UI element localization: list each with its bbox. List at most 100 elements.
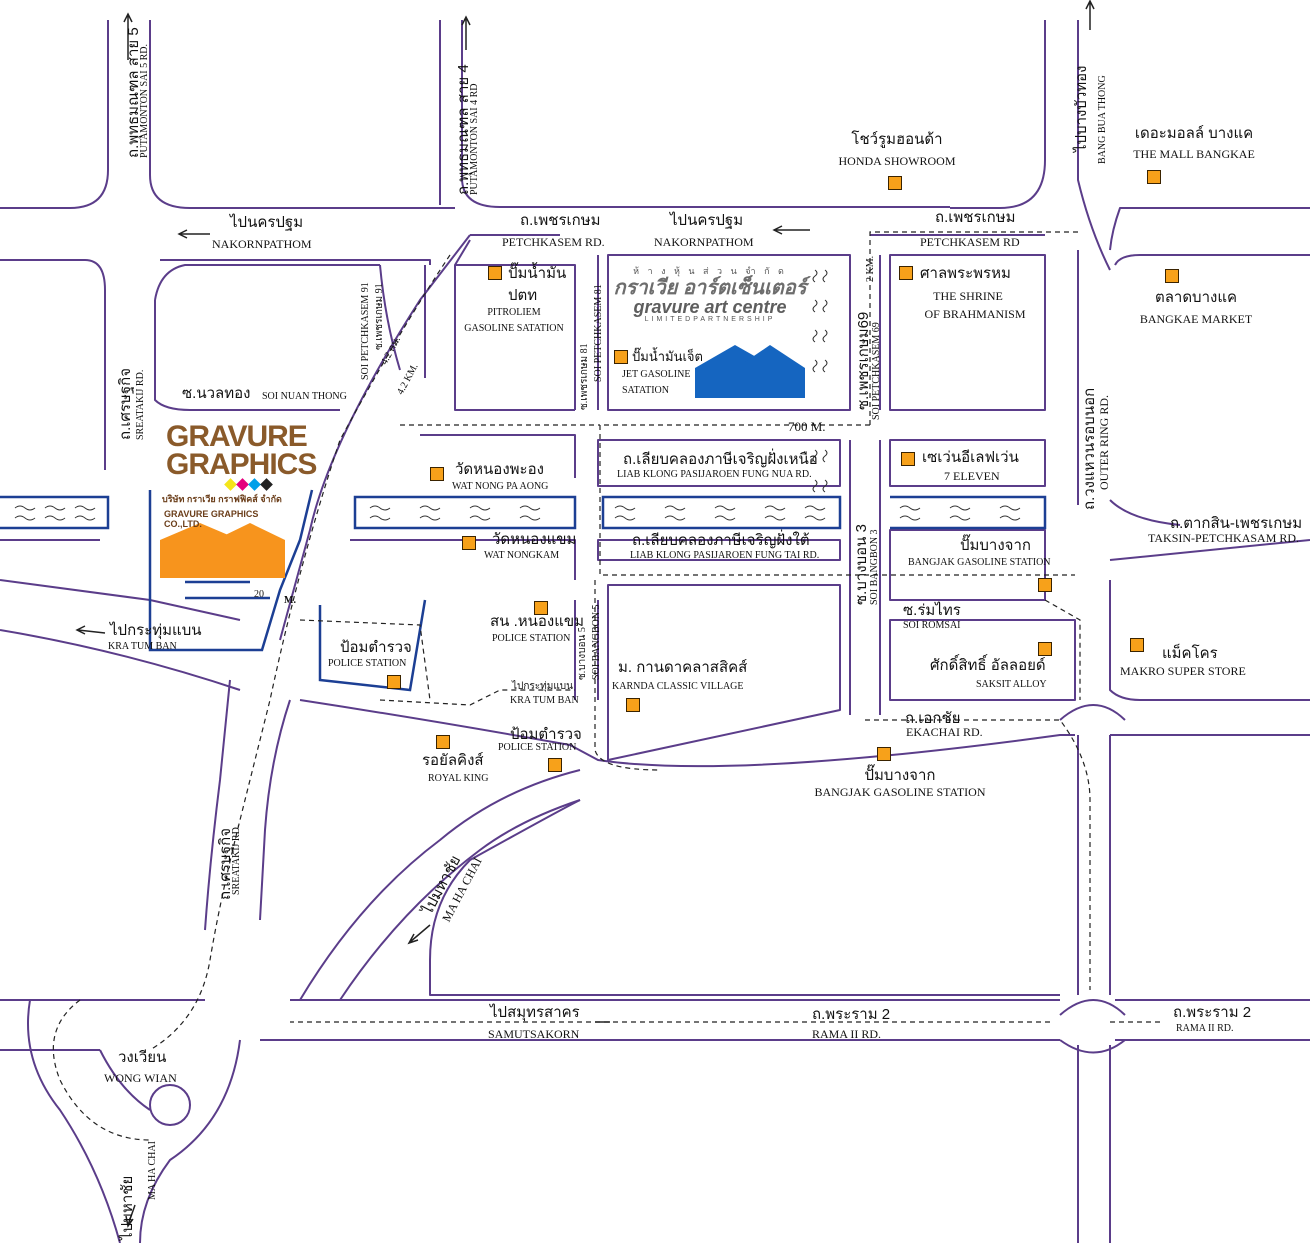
label-samutsakorn-th: ไปสมุทรสาคร bbox=[490, 1004, 580, 1021]
gravure-graphics-logo: GRAVURE GRAPHICS บริษัท กราเวีย กราฟฟิคส… bbox=[162, 422, 317, 530]
landmark-ptt-th2: ปตท bbox=[508, 287, 538, 304]
landmark-police-box-right-en: POLICE STATION bbox=[498, 742, 577, 753]
landmark-mall-marker bbox=[1147, 170, 1161, 184]
landmark-shrine-en2: OF BRAHMANISM bbox=[924, 307, 1026, 321]
arrow-mahachai-mid bbox=[407, 924, 431, 945]
road-petchkasem-lower-edge-mid bbox=[160, 259, 431, 265]
label-bangbon5-en: SOI BANGBON 5 bbox=[591, 604, 602, 680]
landmark-shrine-th: ศาลพระพรหม bbox=[920, 265, 1011, 282]
route-petchkasem bbox=[869, 231, 1078, 425]
canal-east bbox=[890, 495, 1047, 530]
landmark-honda-marker bbox=[888, 176, 902, 190]
label-soi81-th: ซ.เพชรเกษม 81 bbox=[579, 343, 590, 410]
landmark-honda-en: HONDA SHOWROOM bbox=[838, 154, 956, 168]
landmark-police-nongkam-en: POLICE STATION bbox=[492, 633, 571, 644]
canal-wave-4 bbox=[899, 505, 1021, 521]
landmark-police-box-left-en: POLICE STATION bbox=[328, 658, 407, 669]
road-wongwian-outer bbox=[27, 999, 121, 1243]
label-klong-tai-th: ถ.เลียบคลองภาษีเจริญฝั่งใต้ bbox=[632, 532, 810, 549]
landmark-bangjak-top-marker bbox=[1038, 578, 1052, 592]
block-karnda bbox=[607, 584, 841, 761]
label-bangbon3-th: ซ.บางบอน 3 bbox=[853, 524, 870, 605]
landmark-mall-en: THE MALL BANGKAE bbox=[1133, 147, 1255, 161]
label-taksin-en: TAKSIN-PETCHKASAM RD. bbox=[1148, 531, 1300, 545]
route-diag-main bbox=[149, 254, 451, 1051]
landmark-royal-king-th: รอยัลคิงส์ bbox=[422, 752, 484, 769]
label-bangbuathong-th: ไปบางบัวทอง bbox=[1073, 65, 1090, 153]
label-nakornpathom-mid-en: NAKORNPATHOM bbox=[654, 235, 754, 249]
road-kratumban-lower bbox=[0, 629, 241, 691]
arrow-nakornpathom-left bbox=[177, 229, 210, 239]
landmark-jet-th: ปั๊มน้ำมันเจ็ต bbox=[632, 349, 703, 364]
block-saksit bbox=[889, 619, 1076, 701]
landmark-bangjak-bottom-th: ปั๊มบางจาก bbox=[864, 767, 936, 784]
label-outer-ring-th: ถ.วงแหวนรอบนอก bbox=[1081, 387, 1098, 510]
logo-word-graphics: GRAPHICS bbox=[166, 448, 317, 481]
canal-wave-3 bbox=[614, 505, 826, 521]
landmark-wat-nongkam-en: WAT NONGKAM bbox=[484, 550, 560, 561]
landmark-ptt-marker bbox=[488, 266, 502, 280]
label-samutsakorn-en: SAMUTSAKORN bbox=[488, 1027, 580, 1041]
roundabout-ekachai bbox=[1059, 704, 1126, 721]
landmark-karnda-en: KARNDA CLASSIC VILLAGE bbox=[612, 681, 744, 692]
block-wat-nongpaaong bbox=[420, 434, 576, 478]
soi69-waves bbox=[812, 269, 828, 493]
label-petchkasem-right-th: ถ.เพชรเกษม bbox=[935, 209, 1016, 226]
company-site bbox=[148, 489, 314, 652]
landmark-makro-en: MAKRO SUPER STORE bbox=[1120, 664, 1246, 678]
label-rama2-mid-en: RAMA II RD. bbox=[812, 1027, 882, 1041]
logo-company-th: บริษัท กราเวีย กราฟฟิคส์ จำกัด bbox=[162, 494, 282, 504]
partner-english-name: gravure art centre bbox=[633, 297, 787, 317]
landmark-honda-th: โชว์รูมฮอนด้า bbox=[851, 131, 943, 148]
label-soi91-th: ซ.เพชรเกษม 91 bbox=[374, 283, 385, 350]
landmark-karnda-th: ม. กานดาคลาสสิคส์ bbox=[618, 659, 748, 676]
landmark-bangjak-bottom-marker bbox=[877, 747, 891, 761]
road-mahachai-b bbox=[339, 799, 581, 1001]
label-outer-ring-en: OUTER RING RD. bbox=[1097, 395, 1111, 490]
landmark-wat-nongpaaong-en: WAT NONG PA AONG bbox=[452, 481, 549, 492]
logo-company-en: GRAVURE GRAPHICS CO.,LTD. bbox=[164, 509, 259, 529]
company-driveway bbox=[185, 580, 270, 600]
label-klong-nua-th: ถ.เลียบคลองภาษีเจริญฝั่งเหนือ bbox=[623, 451, 818, 468]
road-diag-north-b bbox=[454, 239, 575, 411]
label-kratumban-en: KRA TUM BAN bbox=[108, 641, 177, 652]
block-canal-south bbox=[350, 539, 576, 580]
road-sreatakij-west-edge bbox=[154, 264, 380, 301]
block-soi81-left bbox=[455, 264, 576, 410]
road-putamonton5-right-edge bbox=[149, 20, 455, 209]
landmark-bangjak-top-en: BANGJAK GASOLINE STATION bbox=[908, 557, 1051, 568]
block-7eleven bbox=[889, 439, 1046, 487]
landmark-7eleven-marker bbox=[901, 452, 915, 466]
label-bangbuathong-en: BANG BUA THONG bbox=[1097, 75, 1108, 164]
label-sreatakij-bottom-en: SREATAKIJ RD. bbox=[231, 824, 242, 895]
road-ekachai-upper bbox=[299, 699, 1075, 768]
road-sreatakij-block-inner bbox=[154, 300, 340, 411]
route-700m bbox=[599, 424, 1075, 576]
landmark-police-nongkam-marker bbox=[534, 601, 548, 615]
landmark-mall-th: เดอะมอลล์ บางแค bbox=[1134, 125, 1254, 142]
road-wongwian-inner bbox=[139, 1039, 241, 1243]
landmark-ptt-en1: PITROLIEM bbox=[487, 307, 541, 318]
wong-wian-circle bbox=[149, 1084, 191, 1126]
label-petchkasem-mid-en: PETCHKASEM RD. bbox=[502, 235, 605, 249]
landmark-7eleven-en: 7 ELEVEN bbox=[944, 469, 1000, 483]
roundabout-rama2-lower bbox=[1059, 1039, 1126, 1054]
canal-wave-1 bbox=[14, 505, 96, 521]
label-soi69-th: ซ.เพชรเกษม69 bbox=[855, 311, 872, 410]
company-building bbox=[160, 523, 285, 578]
canal-mid bbox=[601, 495, 842, 530]
distance-m: M. bbox=[284, 595, 296, 606]
label-romsai-th: ซ.ร่มไทร bbox=[903, 602, 961, 619]
arrow-putamonton5 bbox=[123, 12, 133, 60]
label-soi69-en: SOI PETCHKASEM 69 bbox=[871, 322, 882, 420]
landmark-jet-marker bbox=[614, 350, 628, 364]
landmark-karnda-marker bbox=[626, 698, 640, 712]
label-wongwian-en: WONG WIAN bbox=[104, 1071, 177, 1085]
block-right-mid bbox=[1109, 539, 1310, 561]
label-soi-nuanthong-th: ซ.นวลทอง bbox=[182, 385, 251, 402]
label-nakornpathom-left-th: ไปนครปฐม bbox=[230, 214, 304, 231]
block-makro bbox=[1109, 580, 1310, 701]
label-soi-nuanthong-en: SOI NUAN THONG bbox=[262, 391, 347, 402]
label-petchkasem-mid-th: ถ.เพชรเกษม bbox=[520, 212, 601, 229]
